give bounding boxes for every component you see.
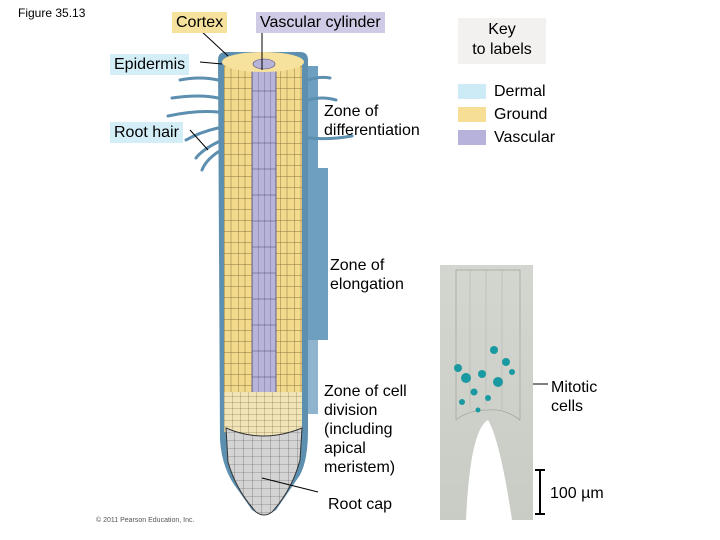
key-swatch-vascular — [458, 130, 486, 145]
root-hair-label: Root hair — [110, 122, 183, 143]
figure-label: Figure 35.13 — [18, 6, 86, 20]
root-cap-tissue — [225, 427, 303, 516]
root-hairs-right — [306, 75, 354, 141]
root-hairs-left — [166, 76, 220, 172]
key-item-vascular: Vascular — [458, 126, 555, 149]
micrograph — [440, 265, 533, 520]
vascular-top — [252, 58, 276, 70]
zone-elongation-label: Zone of elongation — [330, 257, 404, 293]
vascular-cylinder-label: Vascular cylinder — [256, 12, 385, 33]
key-title: Key to labels — [458, 18, 546, 64]
copyright: © 2011 Pearson Education, Inc. — [96, 517, 195, 524]
key-item-ground: Ground — [458, 103, 555, 126]
epidermis-label: Epidermis — [110, 54, 190, 75]
key-legend: Dermal Ground Vascular — [458, 80, 555, 149]
cortex-label: Cortex — [172, 12, 228, 33]
key-swatch-dermal — [458, 84, 486, 99]
key-swatch-ground — [458, 107, 486, 122]
meristem — [224, 392, 302, 440]
scale-bar — [535, 469, 545, 515]
root-cap-label: Root cap — [328, 496, 393, 513]
zone-differentiation-label: Zone of differentiation — [324, 103, 420, 139]
scale-bar-label: 100 µm — [550, 485, 604, 502]
mitotic-cells-label: Mitotic cells — [551, 379, 598, 415]
key-item-dermal: Dermal — [458, 80, 555, 103]
vascular-cylinder-tissue — [251, 63, 277, 398]
zone-cell-division-label: Zone of cell division (including apical … — [324, 383, 407, 476]
